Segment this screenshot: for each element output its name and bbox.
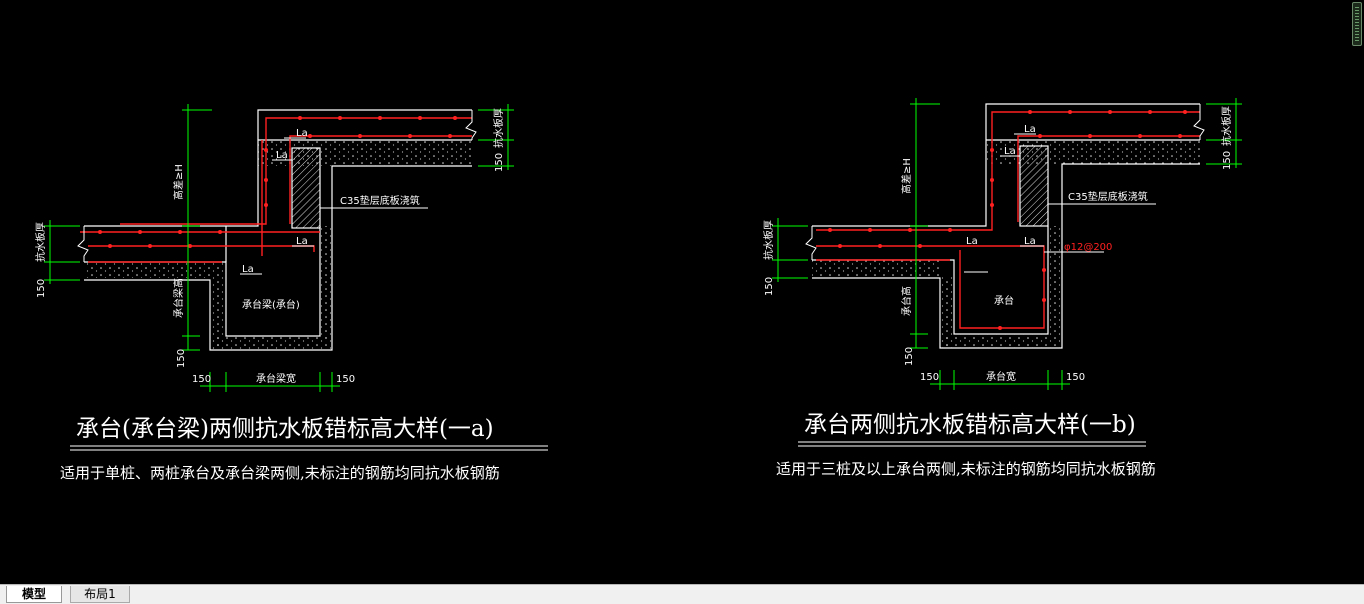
dims-right [772,98,1242,390]
la-label-4: La [966,236,978,247]
dim-150-c: 150 [494,153,505,172]
dim-150-e: 150 [1066,372,1085,383]
dims-left [44,104,514,392]
la-label-3: La [1024,236,1036,247]
core-label: 承台梁(承台) [242,298,300,311]
dim-150-b: 150 [904,347,915,366]
dim-150-d: 150 [192,374,211,385]
slab-thickness-label-right: 抗水板厚 [492,108,505,148]
dim-150-a: 150 [764,277,775,296]
rebar-spec-label: φ12@200 [1064,242,1112,253]
break-lines-right [805,104,1205,260]
dim-150-a: 150 [36,279,47,298]
slab-thickness-label-left: 抗水板厚 [762,220,775,260]
cap-height-label: 承台高 [900,286,913,316]
cad-drawing-canvas[interactable]: La La La La C35垫层底板浇筑 承台梁(承台) 高差≥H 抗水板厚 … [0,0,1364,584]
dim-150-b: 150 [176,349,187,368]
dim-150-c: 150 [1222,151,1233,170]
height-dim-label: 高差≥H [900,158,913,194]
height-dim-label: 高差≥H [172,164,185,200]
detail-note-right: 适用于三桩及以上承台两侧,未标注的钢筋均同抗水板钢筋 [776,460,1156,478]
core-label: 承台 [994,294,1014,307]
concrete-label: C35垫层底板浇筑 [340,194,420,207]
la-label-1: La [296,128,308,139]
cad-drawing: La La La La C35垫层底板浇筑 承台梁(承台) 高差≥H 抗水板厚 … [34,98,1242,482]
rebar-dots-left [98,116,457,248]
detail-left: La La La La C35垫层底板浇筑 承台梁(承台) 高差≥H 抗水板厚 … [34,104,548,482]
detail-note-left: 适用于单桩、两桩承台及承台梁两侧,未标注的钢筋均同抗水板钢筋 [60,464,500,482]
detail-right: La La La La C35垫层底板浇筑 承台 φ12@200 高差≥H 抗水… [762,98,1242,478]
la-label-4: La [242,264,254,275]
beam-height-label: 承台梁高 [172,278,185,318]
concrete-right [812,140,1200,348]
tab-model[interactable]: 模型 [6,586,62,603]
outline-right [812,103,1200,349]
dim-150-d: 150 [920,372,939,383]
tab-layout1[interactable]: 布局1 [70,586,130,603]
scroll-indicator[interactable] [1352,2,1362,46]
rebar-dots-right [828,110,1187,330]
dim-150-e: 150 [336,374,355,385]
leaders-left [240,137,428,275]
slab-thickness-label-right: 抗水板厚 [1220,106,1233,146]
detail-title-right: 承台两侧抗水板错标高大样(一b) [804,412,1136,438]
slab-thickness-label-left: 抗水板厚 [34,222,47,262]
leaders-right [964,133,1156,273]
beam-width-label: 承台梁宽 [256,372,296,385]
concrete-left [84,140,472,350]
layout-tab-bar: 模型 布局1 [0,584,1364,604]
la-label-3: La [296,236,308,247]
cap-width-label: 承台宽 [986,370,1016,383]
la-label-2: La [1004,146,1016,157]
detail-title-left: 承台(承台梁)两侧抗水板错标高大样(一a) [76,416,494,442]
la-label-1: La [1024,124,1036,135]
concrete-label: C35垫层底板浇筑 [1068,190,1148,203]
la-label-2: La [276,150,288,161]
break-lines-left [77,110,477,262]
